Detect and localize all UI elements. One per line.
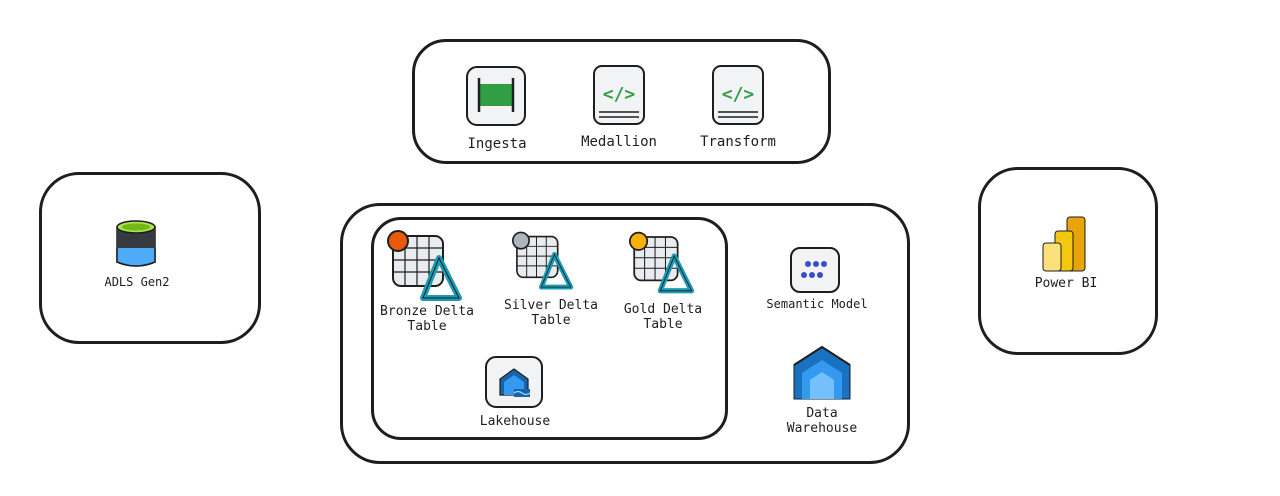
semantic-model-icon[interactable] [789, 246, 841, 298]
storage-cylinder-icon[interactable] [114, 218, 158, 274]
notebook-icon[interactable]: </> [591, 64, 647, 130]
platform-group [340, 203, 910, 464]
power-bi-icon[interactable] [1041, 215, 1089, 277]
bronze-label: Bronze Delta Table [380, 304, 474, 334]
power-bi-label: Power BI [1034, 276, 1098, 291]
data-warehouse-icon[interactable] [790, 343, 854, 405]
lakehouse-label: Lakehouse [479, 414, 551, 429]
medallion-label: Medallion [581, 134, 657, 150]
lakehouse-group [371, 217, 728, 440]
gold-label: Gold Delta Table [623, 302, 703, 332]
svg-text:</>: </> [722, 84, 755, 105]
reporting-group [978, 167, 1158, 355]
delta-table-icon[interactable] [510, 230, 576, 296]
semantic-model-label: Semantic Model [766, 297, 868, 311]
transform-label: Transform [700, 134, 776, 150]
pipelines-group [412, 39, 831, 164]
delta-table-icon[interactable] [385, 228, 465, 308]
svg-text:</>: </> [603, 84, 636, 105]
silver-label: Silver Delta Table [504, 298, 598, 328]
adls-label: ADLS Gen2 [104, 275, 170, 289]
delta-table-icon[interactable] [627, 230, 697, 300]
data-warehouse-label: Data Warehouse [786, 406, 858, 436]
lakehouse-icon[interactable] [484, 355, 544, 413]
ingesta-label: Ingesta [467, 136, 527, 152]
notebook-icon[interactable]: </> [710, 64, 766, 130]
source-group [39, 172, 261, 344]
copy-data-pipeline-icon[interactable] [465, 65, 527, 131]
